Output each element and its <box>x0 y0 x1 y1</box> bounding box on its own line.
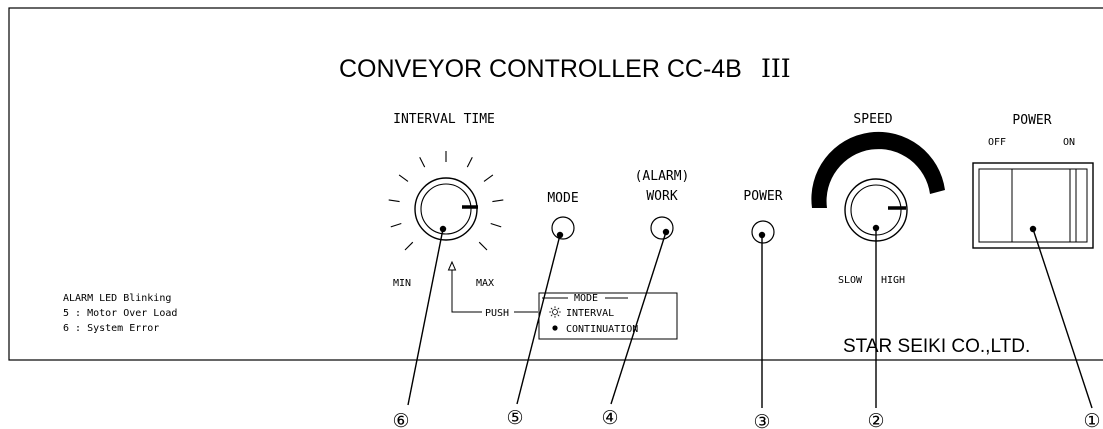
interval-dial-outer <box>414 177 478 241</box>
power-led-label: POWER <box>743 189 782 204</box>
interval-dial-inner <box>420 183 472 235</box>
speed-slow-label: SLOW <box>838 275 863 286</box>
interval-tick <box>490 222 502 228</box>
mode-legend-continuation: CONTINUATION <box>566 324 638 335</box>
mode-legend-interval: INTERVAL <box>566 308 614 319</box>
leader-lines <box>407 224 1093 409</box>
interval-time-label: INTERVAL TIME <box>393 112 495 127</box>
callout-6: ⑥ <box>392 411 409 429</box>
interval-max-label: MAX <box>476 278 494 289</box>
power-switch-on-label: ON <box>1063 137 1075 148</box>
alarm-note-line1: ALARM LED Blinking <box>63 293 171 304</box>
push-label: PUSH <box>485 308 509 319</box>
alarm-work-led[interactable] <box>650 216 674 240</box>
filled-dot-icon <box>552 325 558 331</box>
callout-2: ② <box>867 411 884 429</box>
interval-tick <box>466 157 473 168</box>
interval-tick <box>404 241 414 251</box>
interval-tick <box>492 199 504 203</box>
interval-scale-ticks <box>388 151 504 251</box>
speed-high-label: HIGH <box>881 275 905 286</box>
alarm-led-label-line2: WORK <box>646 189 677 204</box>
interval-tick <box>419 157 426 168</box>
interval-tick <box>398 174 409 182</box>
mode-legend-title: MODE <box>574 293 598 304</box>
speed-gradient-arc <box>811 131 945 208</box>
callout-3: ③ <box>753 412 770 429</box>
interval-tick <box>388 199 400 203</box>
interval-tick <box>478 241 488 251</box>
callout-4: ④ <box>601 408 618 429</box>
push-arrow-head <box>447 260 457 271</box>
maker-label: STAR SEIKI CO.,LTD. <box>843 336 1030 357</box>
speed-label: SPEED <box>853 112 892 127</box>
interval-tick <box>390 222 402 228</box>
panel-title-suffix: III <box>761 54 791 83</box>
push-arrow-line <box>451 268 482 313</box>
interval-min-label: MIN <box>393 278 411 289</box>
alarm-led-label-line1: (ALARM) <box>635 169 690 184</box>
panel-title: CONVEYOR CONTROLLER CC-4B <box>339 55 742 83</box>
alarm-note-line2: 5 : Motor Over Load <box>63 308 177 319</box>
interval-tick <box>483 174 494 182</box>
power-switch-off-label: OFF <box>988 137 1006 148</box>
sun-icon <box>549 306 561 318</box>
alarm-note-line3: 6 : System Error <box>63 323 159 334</box>
power-switch-label: POWER <box>1012 113 1051 128</box>
mode-led-label: MODE <box>547 191 578 206</box>
callout-5: ⑤ <box>506 408 523 429</box>
callout-1: ① <box>1083 411 1100 429</box>
